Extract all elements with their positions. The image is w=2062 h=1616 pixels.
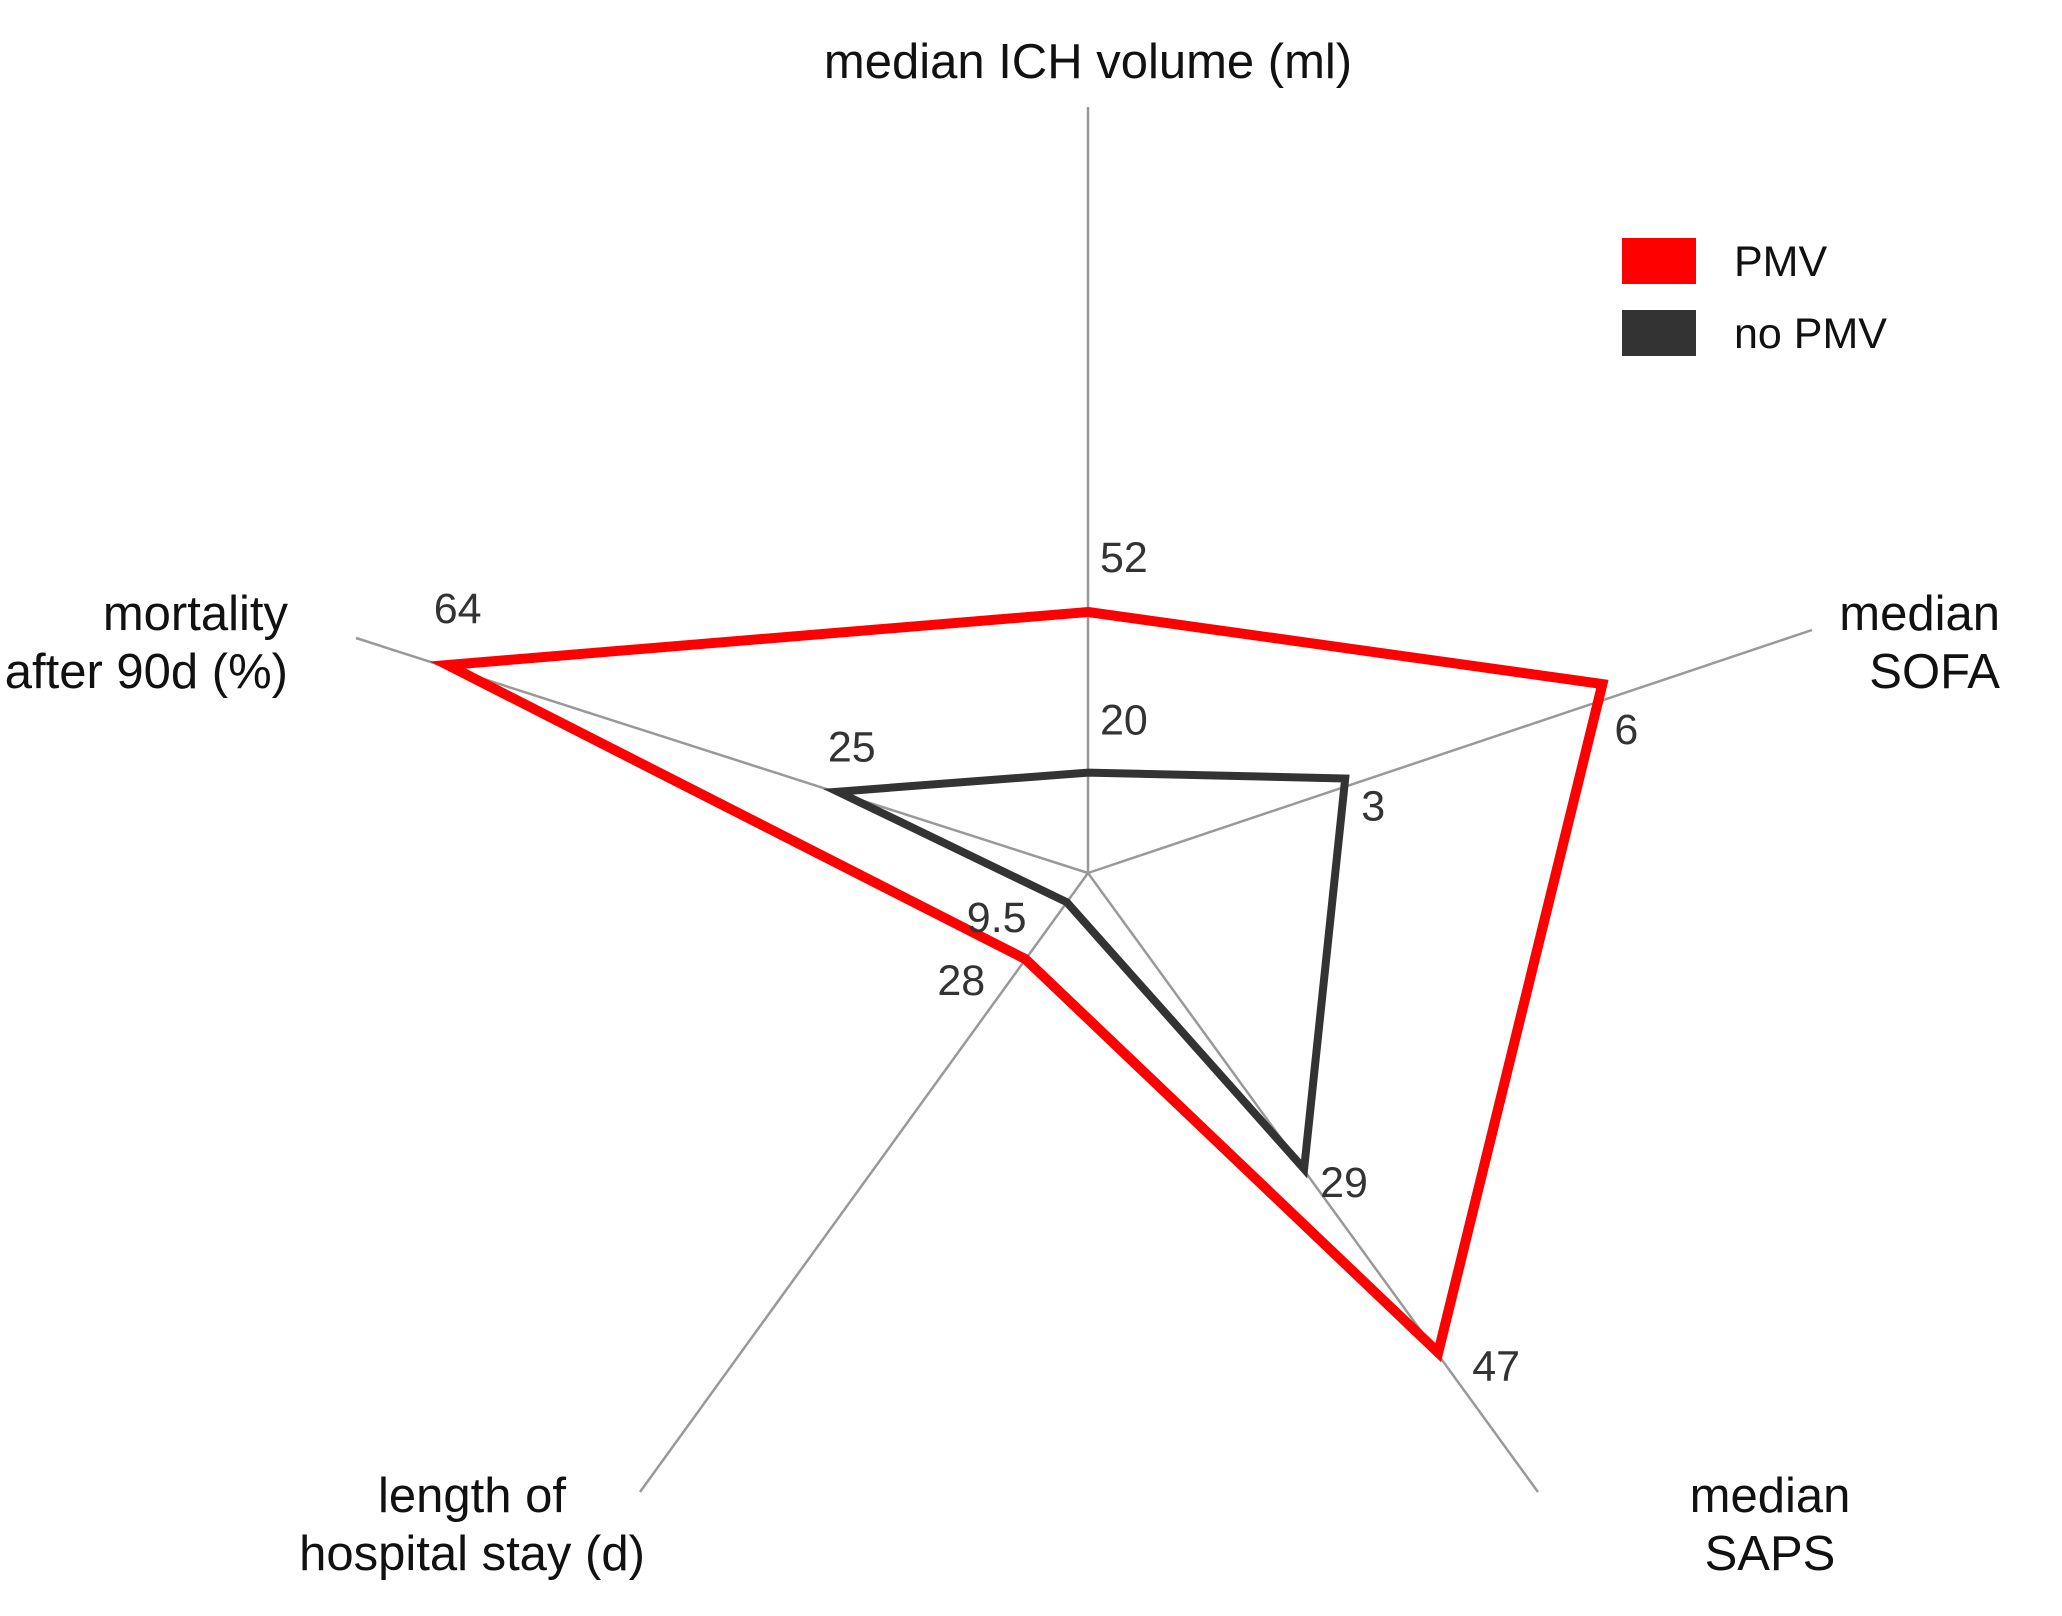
axis-title-line: after 90d (%): [5, 645, 288, 699]
data-point-no-pmv-los: [1065, 901, 1068, 904]
axis-title-line: mortality: [103, 587, 289, 641]
value-label-no-pmv-sofa: 3: [1361, 783, 1385, 831]
legend-swatch-no-pmv: [1622, 310, 1696, 356]
data-point-no-pmv-mortality: [836, 790, 839, 793]
axis-title-line: median: [1839, 587, 2000, 641]
data-point-no-pmv-saps: [1303, 1167, 1306, 1170]
value-label-no-pmv-saps: 29: [1320, 1159, 1368, 1207]
axis-title-line: median: [1690, 1469, 1851, 1523]
data-point-pmv-saps: [1437, 1351, 1440, 1354]
axis-title-line: hospital stay (d): [299, 1527, 645, 1581]
axis-line-los: [638, 872, 1090, 1493]
legend-swatch-pmv: [1622, 238, 1696, 284]
value-label-pmv-saps: 47: [1472, 1343, 1520, 1391]
data-point-pmv-mortality: [446, 664, 449, 666]
axis-title-line: SAPS: [1705, 1527, 1836, 1581]
series-layer: [429, 606, 1609, 1363]
data-point-pmv-ich: [1087, 611, 1089, 613]
axis-title-line: median ICH volume (ml): [824, 35, 1352, 89]
legend: PMV no PMV: [1622, 238, 1887, 358]
axis-line-saps: [1086, 872, 1540, 1493]
data-point-no-pmv-sofa: [1344, 777, 1347, 780]
axis-title-line: length of: [378, 1469, 566, 1523]
axis-title-line: SOFA: [1869, 645, 2000, 699]
value-label-pmv-mortality: 64: [434, 585, 482, 633]
value-label-no-pmv-mortality: 25: [828, 724, 876, 772]
data-point-pmv-los: [1024, 958, 1027, 961]
data-point-pmv-sofa: [1601, 683, 1604, 685]
legend-label-pmv: PMV: [1734, 238, 1828, 286]
value-label-pmv-sofa: 6: [1614, 706, 1638, 754]
axis-title-ich: median ICH volume (ml): [824, 35, 1352, 89]
series-polygon-no-pmv: [822, 768, 1350, 1179]
axis-line-sofa: [1087, 628, 1813, 875]
axes-layer: [355, 107, 1813, 1493]
series-polygon-pmv: [429, 606, 1609, 1363]
value-labels-layer: 52 6 47 28 64 20 3 29 9.5 25: [434, 534, 1639, 1391]
legend-label-no-pmv: no PMV: [1734, 310, 1887, 358]
value-label-no-pmv-ich: 20: [1100, 697, 1148, 745]
value-label-pmv-los: 28: [937, 957, 985, 1005]
value-label-no-pmv-los: 9.5: [967, 894, 1027, 942]
value-label-pmv-ich: 52: [1100, 534, 1148, 582]
data-point-no-pmv-ich: [1087, 771, 1089, 774]
